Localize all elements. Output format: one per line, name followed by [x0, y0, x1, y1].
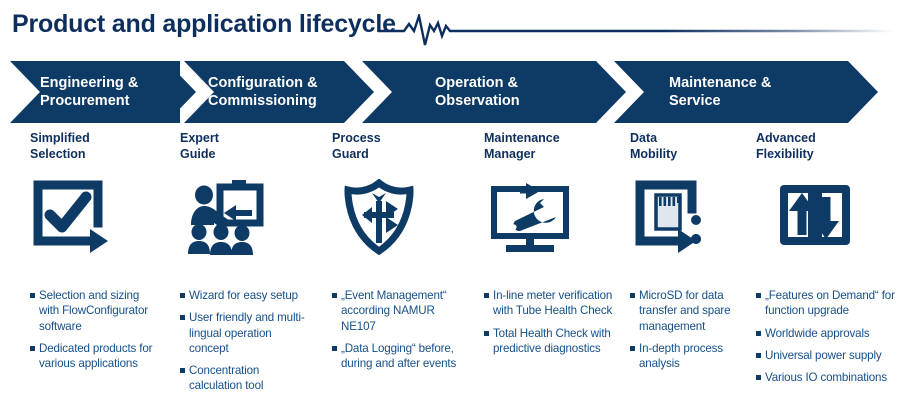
- feature-columns: Simplified Selection Selection and sizin…: [0, 131, 900, 415]
- stage-label-4: Maintenance & Service: [669, 74, 772, 109]
- bullet-list-1: Selection and sizing with FlowConfigurat…: [30, 288, 155, 378]
- stage-chevron-4[interactable]: [614, 61, 878, 123]
- bullet-list-2: Wizard for easy setup User friendly and …: [180, 288, 308, 401]
- bullet-square-icon: [180, 368, 189, 374]
- bullet-text: Wizard for easy setup: [189, 289, 298, 302]
- bullet-square-icon: [484, 293, 493, 298]
- bullet-text: In-depth process analysis: [639, 341, 723, 371]
- bullet-square-icon: [756, 352, 765, 358]
- bullet-text: Selection and sizing with FlowConfigurat…: [39, 289, 148, 333]
- list-item: „Event Management“ according NAMUR NE107: [332, 288, 467, 334]
- list-item: MicroSD for data transfer and spare mana…: [630, 288, 738, 334]
- bullet-text: In-line meter verification with Tube Hea…: [493, 289, 613, 318]
- bullet-list-3: „Event Management“ according NAMUR NE107…: [332, 288, 467, 378]
- bullet-square-icon: [30, 345, 39, 351]
- bullet-text: „Data Logging“ before, during and after …: [341, 341, 457, 371]
- bullet-square-icon: [332, 345, 341, 351]
- bullet-text: Concentration calculation tool: [189, 364, 264, 393]
- list-item: Dedicated products for various applicati…: [30, 341, 155, 372]
- bullet-square-icon: [180, 315, 189, 321]
- stage-label-wrap-2: Configuration & Commissioning: [208, 61, 358, 123]
- list-item: Universal power supply: [756, 348, 898, 363]
- list-item: Worldwide approvals: [756, 326, 898, 341]
- heartbeat-pulse-line-icon: [376, 11, 896, 48]
- page-title: Product and application lifecycle: [12, 10, 396, 38]
- stage-label-wrap-4: Maintenance & Service: [669, 61, 844, 123]
- bullet-text: MicroSD for data transfer and spare mana…: [639, 289, 731, 333]
- lifecycle-stage-banner: Engineering & Procurement Configuration …: [0, 61, 900, 123]
- list-item: In-depth process analysis: [630, 341, 738, 372]
- list-item: User friendly and multi-lingual operatio…: [180, 310, 308, 356]
- bullet-text: Dedicated products for various applicati…: [39, 341, 153, 371]
- stage-label-1: Engineering & Procurement: [40, 74, 139, 109]
- feature-column-data-mobility: Data Mobility: [630, 131, 738, 370]
- bullet-square-icon: [180, 293, 189, 298]
- bullet-text: „Event Management“ according NAMUR NE107: [341, 289, 447, 333]
- stage-chevron-3[interactable]: [362, 61, 626, 123]
- header: Product and application lifecycle: [0, 6, 900, 50]
- bullet-list-6: „Features on Demand“ for function upgrad…: [756, 288, 898, 392]
- bullet-text: Universal power supply: [765, 348, 882, 362]
- feature-column-advanced-flexibility: Advanced Flexibility „Features on Demand…: [756, 131, 898, 384]
- bullet-square-icon: [30, 293, 39, 298]
- stage-label-wrap-1: Engineering & Procurement: [40, 61, 180, 123]
- shield-with-arrows-icon: [336, 179, 422, 255]
- bullet-text: „Features on Demand“ for function upgrad…: [765, 289, 895, 318]
- list-item: In-line meter verification with Tube Hea…: [484, 288, 616, 319]
- list-item: Total Health Check with predictive diagn…: [484, 326, 616, 357]
- stage-label-wrap-3: Operation & Observation: [435, 61, 600, 123]
- bullet-text: Total Health Check with predictive diagn…: [493, 326, 611, 355]
- monitor-with-wrench-icon: [486, 179, 572, 255]
- column-heading-4: Maintenance Manager: [484, 131, 560, 161]
- feature-column-process-guard: Process Guard „Event Management“ accordi…: [332, 131, 467, 370]
- two-squares-up-down-arrows-icon: [778, 179, 864, 255]
- stage-label-2: Configuration & Commissioning: [208, 74, 318, 109]
- column-heading-6: Advanced Flexibility: [756, 131, 816, 161]
- stage-label-3: Operation & Observation: [435, 74, 520, 109]
- bullet-text: User friendly and multi-lingual operatio…: [189, 311, 305, 355]
- list-item: Wizard for easy setup: [180, 288, 308, 303]
- list-item: „Features on Demand“ for function upgrad…: [756, 288, 898, 319]
- column-heading-5: Data Mobility: [630, 131, 678, 161]
- bullet-text: Various IO combinations: [765, 371, 887, 385]
- bullet-square-icon: [332, 293, 341, 298]
- list-item: Selection and sizing with FlowConfigurat…: [30, 288, 155, 334]
- feature-column-simplified-selection: Simplified Selection Selection and sizin…: [30, 131, 155, 370]
- microsd-card-transfer-icon: [630, 179, 716, 255]
- feature-column-expert-guide: Expert Guide: [180, 131, 308, 392]
- list-item: Concentration calculation tool: [180, 363, 308, 394]
- column-heading-3: Process Guard: [332, 131, 381, 161]
- bullet-square-icon: [756, 293, 765, 298]
- bullet-list-5: MicroSD for data transfer and spare mana…: [630, 288, 738, 378]
- column-heading-1: Simplified Selection: [30, 131, 90, 161]
- bullet-text: Worldwide approvals: [765, 326, 870, 340]
- bullet-square-icon: [484, 330, 493, 336]
- bullet-square-icon: [756, 330, 765, 336]
- stage-chevron-2[interactable]: [184, 61, 374, 123]
- bullet-list-4: In-line meter verification with Tube Hea…: [484, 288, 616, 363]
- bullet-square-icon: [630, 345, 639, 351]
- list-item: Various IO combinations: [756, 370, 898, 385]
- bullet-square-icon: [630, 293, 639, 298]
- checkbox-square-with-exit-arrow-icon: [30, 179, 116, 255]
- column-heading-2: Expert Guide: [180, 131, 219, 161]
- feature-column-maintenance-manager: Maintenance Manager I: [484, 131, 616, 355]
- list-item: „Data Logging“ before, during and after …: [332, 341, 467, 372]
- trainer-presentation-whiteboard-audience-icon: [180, 179, 266, 255]
- bullet-square-icon: [756, 375, 765, 381]
